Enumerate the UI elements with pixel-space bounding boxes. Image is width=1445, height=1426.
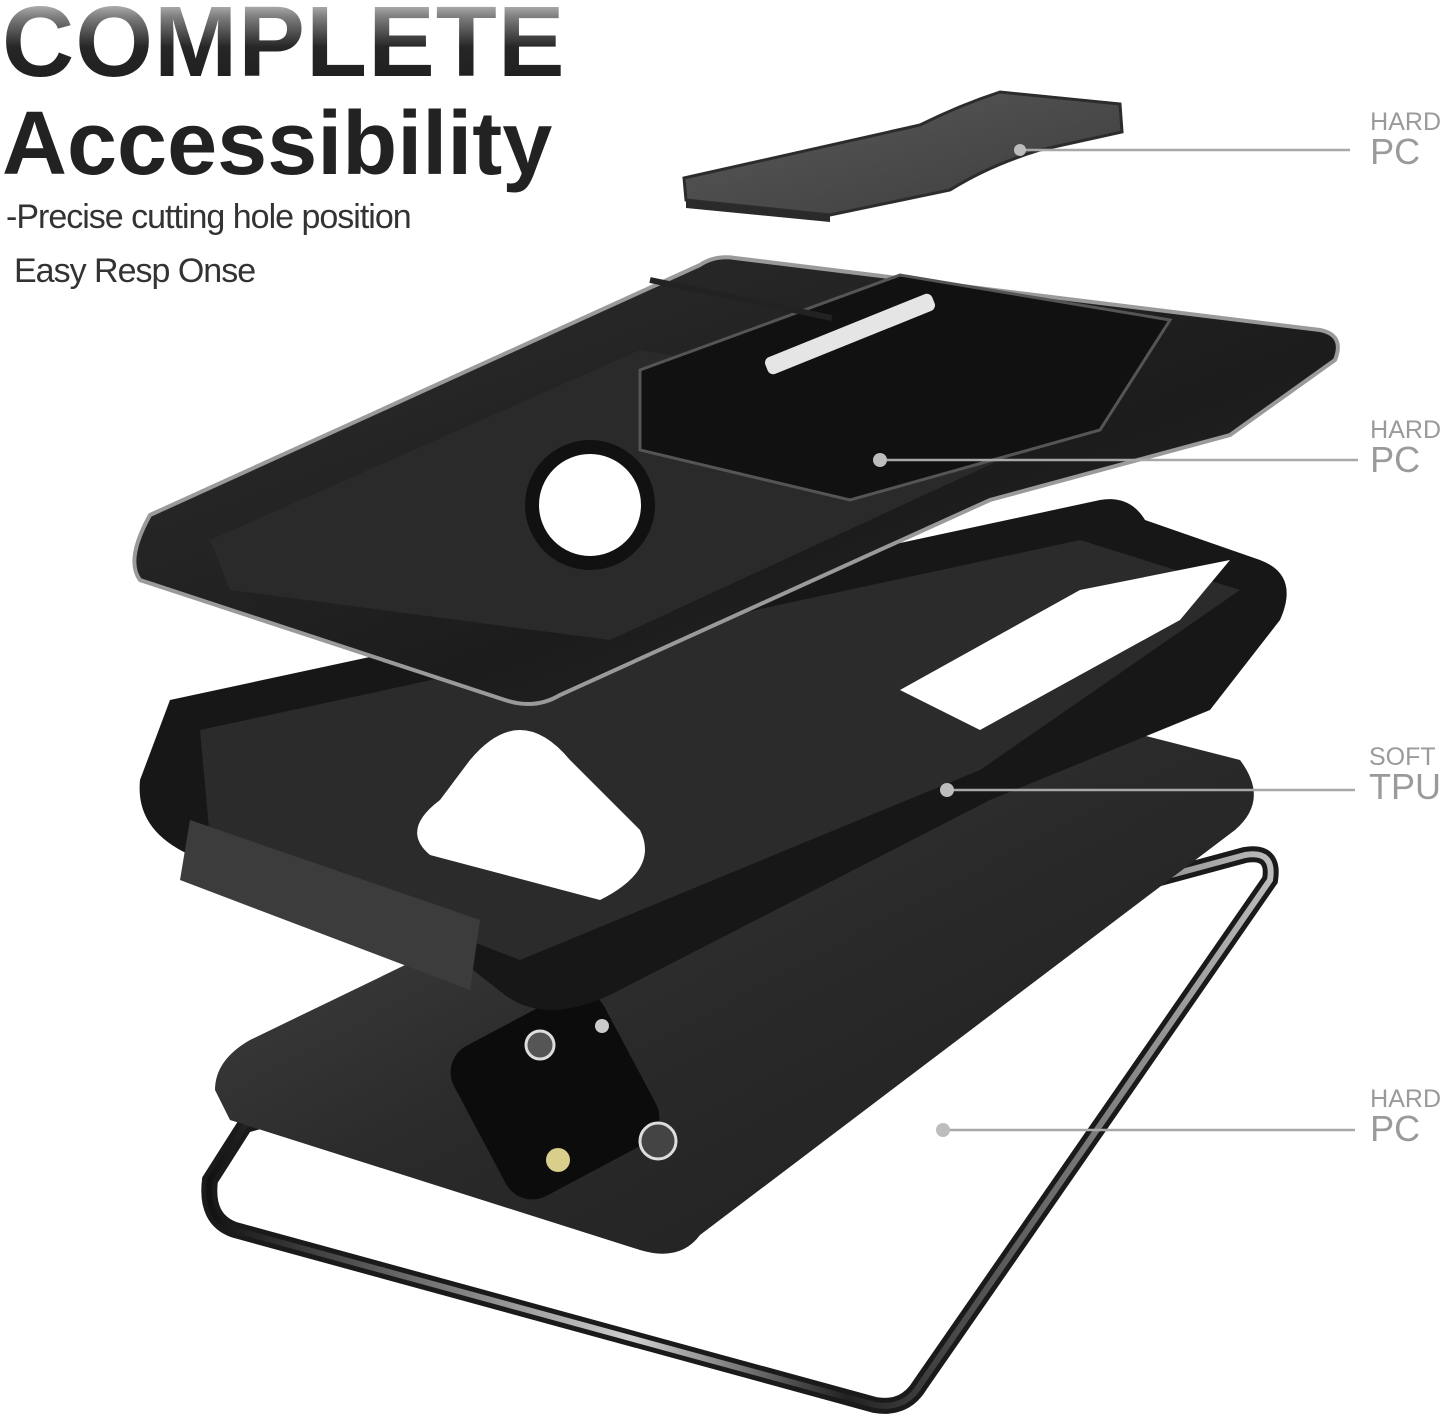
- callout-material: PC: [1370, 1108, 1421, 1149]
- callout-type: HARD: [1370, 1085, 1441, 1113]
- subtitle-line-2: Easy Resp Onse: [14, 252, 256, 290]
- headline: COMPLETE Accessibility: [2, 0, 566, 194]
- callout-outer-shell: HARD PC: [1370, 416, 1441, 480]
- leader-dot-3: [940, 783, 954, 797]
- callout-type: SOFT: [1369, 743, 1436, 771]
- callout-material: PC: [1370, 131, 1421, 172]
- callout-material: PC: [1370, 439, 1421, 480]
- kickstand-pin: [649, 277, 833, 321]
- pc-shell-layer: [132, 255, 1340, 706]
- callout-inner-bumper: SOFT TPU: [1369, 743, 1441, 807]
- camera-lens-1: [524, 1029, 556, 1061]
- headline-line-1: COMPLETE: [2, 0, 566, 92]
- leader-dot-2: [873, 453, 887, 467]
- callout-kickstand-plate: HARD PC: [1370, 108, 1441, 172]
- camera-flash: [546, 1148, 570, 1172]
- clip-frame: [638, 273, 1173, 502]
- callout-material: TPU: [1369, 766, 1441, 807]
- ring-hole: [525, 440, 655, 570]
- leader-lines: [873, 144, 1358, 1137]
- phone-body-layer: [215, 700, 1254, 1254]
- leader-dot-4: [936, 1123, 950, 1137]
- camera-lens-2: [638, 1121, 678, 1161]
- leader-dot-1: [1014, 144, 1026, 156]
- bumper-window: [417, 730, 645, 900]
- callout-front-frame: HARD PC: [1370, 1085, 1441, 1149]
- subtitle-line-1: -Precise cutting hole position: [6, 198, 412, 236]
- tpu-bumper-layer: [139, 499, 1287, 1010]
- callout-type: HARD: [1370, 416, 1441, 444]
- camera-module: [450, 990, 660, 1200]
- headline-line-2: Accessibility: [2, 94, 553, 194]
- camera-sensor: [595, 1019, 609, 1033]
- kickstand-plate-layer: [682, 90, 1124, 222]
- front-frame-layer: [201, 846, 1279, 1414]
- callout-type: HARD: [1370, 108, 1441, 136]
